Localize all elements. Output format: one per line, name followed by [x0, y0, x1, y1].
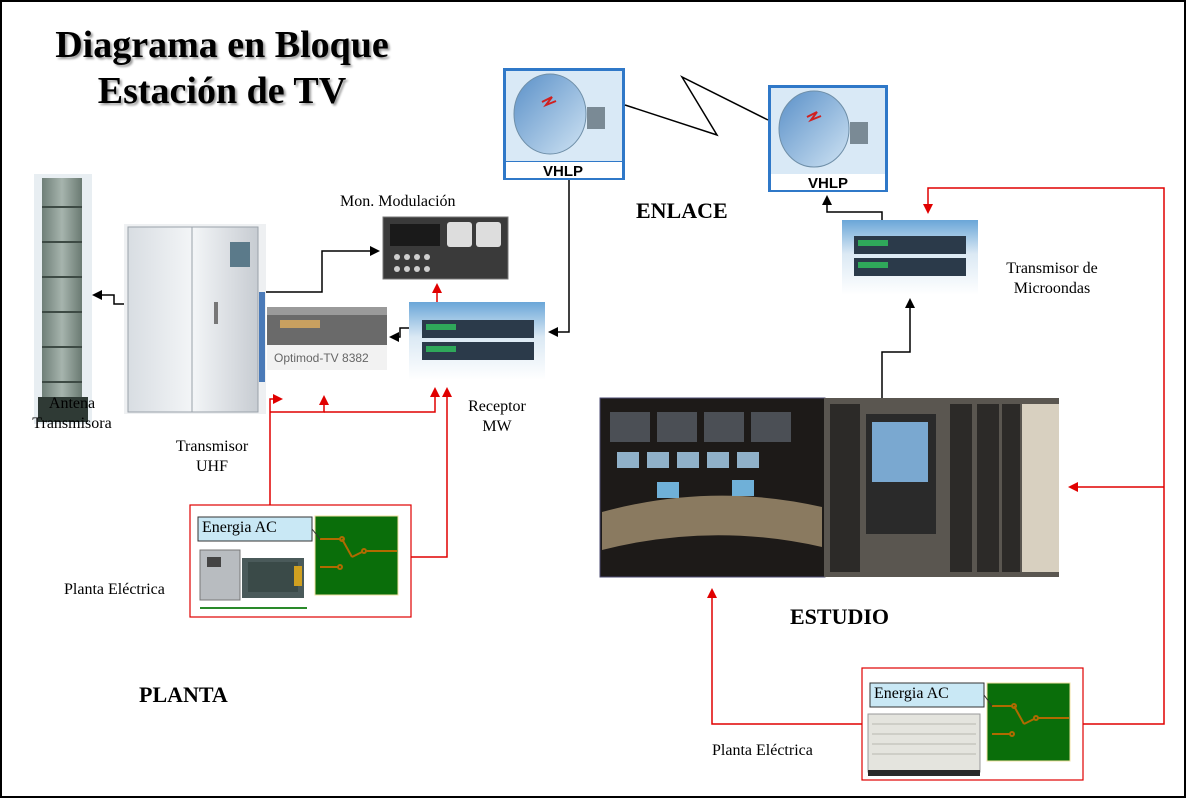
power-to-studio-line [707, 588, 862, 725]
txmw-to-dish-line [822, 195, 883, 220]
energia-ac-right-label: Energia AC [874, 685, 949, 702]
switch-to-receptor-line [411, 387, 452, 558]
diagram-title: Diagrama en Bloque Estación de TV [42, 22, 402, 114]
planta-electrica-left-label: Planta Eléctrica [64, 581, 165, 598]
title-line-1: Diagrama en Bloque [55, 24, 389, 66]
antena-label: Antena Transmisora [22, 394, 122, 434]
vhlp-dish-left [503, 68, 625, 180]
vhlp-right-label: VHLP [808, 175, 848, 192]
antena-label-line-2: Transmisora [32, 415, 112, 432]
section-planta: PLANTA [139, 682, 228, 707]
power-to-receptor-line [324, 387, 440, 413]
receptor-label-line-1: Receptor [468, 398, 526, 415]
transmisor-uhf-line-2: UHF [195, 458, 228, 475]
tx-to-monitor-line [266, 246, 380, 293]
energia-ac-left-label: Energia AC [202, 519, 277, 536]
receptor-label-line-2: MW [482, 418, 512, 435]
uhf-transmitter-image [124, 224, 266, 414]
section-estudio: ESTUDIO [790, 604, 890, 629]
optimod-image [267, 307, 387, 370]
studio-to-txmw-line [881, 298, 915, 398]
receptor-to-optimod-line [389, 327, 409, 342]
transmisor-uhf-label: Transmisor UHF [157, 437, 267, 477]
mon-modulacion-label: Mon. Modulación [340, 193, 456, 210]
vhlp-left-label: VHLP [543, 163, 583, 180]
modulation-monitor-image [382, 216, 509, 280]
studio-control-room-image [599, 397, 826, 578]
optimod-label: Optimod-TV 8382 [274, 351, 369, 365]
title-line-2: Estación de TV [97, 70, 347, 112]
transmisor-uhf-line-1: Transmisor [175, 438, 249, 455]
microwave-transmitter-image [842, 220, 978, 295]
power-plant-left-box [189, 504, 412, 618]
transmisor-microondas-label: Transmisor de Microondas [992, 259, 1112, 299]
tx-to-antenna-line [92, 290, 124, 305]
vhlp-dish-right [768, 85, 888, 192]
power-to-tx-line [269, 394, 283, 505]
antena-label-line-1: Antena [48, 395, 96, 412]
power-to-txmw-line [923, 187, 1165, 725]
tx-micro-line-2: Microondas [1013, 280, 1091, 297]
tx-micro-line-1: Transmisor de [1006, 260, 1098, 277]
receptor-mw-label: Receptor MW [457, 397, 537, 437]
power-plant-right-box [861, 667, 1084, 781]
studio-rack-room-image [824, 398, 1059, 577]
antenna-image [34, 174, 92, 424]
receptor-mw-image [409, 302, 545, 380]
link-zigzag-line [624, 75, 769, 137]
section-enlace: ENLACE [636, 198, 728, 223]
dish-to-receptor-line [548, 180, 570, 337]
planta-electrica-right-label: Planta Eléctrica [712, 742, 813, 759]
